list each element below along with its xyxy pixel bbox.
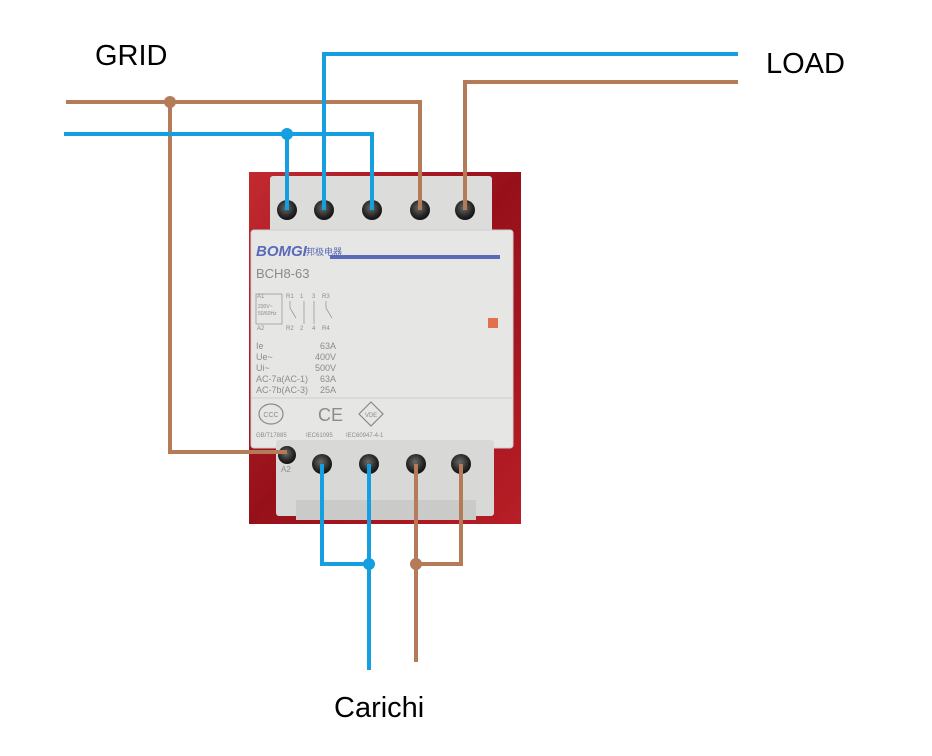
- coil-voltage: 230V~: [258, 304, 273, 310]
- ccc-mark-icon: [258, 403, 284, 425]
- contact-bottom-4: R4: [322, 326, 330, 332]
- junction-dot: [164, 96, 176, 108]
- contact-bottom-1: R2: [286, 326, 294, 332]
- grid-label: GRID: [95, 40, 168, 72]
- rating-name: Ui~: [256, 363, 270, 373]
- contactor-photo: BOMGI 邦极电器 BCH8-63 A1 230V~ 50/60Hz A2 R…: [249, 172, 521, 524]
- screw-icon: [278, 446, 296, 464]
- rating-name: AC-7a(AC-1): [256, 374, 308, 384]
- ratings-table: Ie 63A Ue~ 400V Ui~ 500V AC-7a(AC-1) 63A…: [256, 341, 336, 395]
- standard-3: IEC60947-4-1: [346, 433, 384, 439]
- ce-mark: CE: [318, 405, 343, 425]
- contact-top-3: 3: [312, 294, 316, 300]
- grid-line-wire: [66, 100, 422, 210]
- load-line-wire: [463, 80, 738, 210]
- load-label: LOAD: [766, 48, 845, 80]
- status-indicator: [488, 318, 498, 328]
- ccc-mark-text: CCC: [263, 412, 278, 419]
- carichi-line-loop: [414, 464, 463, 566]
- rating-value: 63A: [320, 374, 336, 384]
- coil-frequency: 50/60Hz: [258, 311, 277, 317]
- contact-top-1: R1: [286, 294, 294, 300]
- bottom-terminal-label: A2: [281, 465, 291, 474]
- rating-value: 63A: [320, 341, 336, 351]
- vde-mark-text: VDE: [365, 413, 377, 419]
- model-number: BCH8-63: [256, 266, 309, 281]
- junction-dot: [363, 558, 375, 570]
- carichi-label: Carichi: [334, 692, 425, 724]
- bottom-din-clip: [296, 500, 476, 520]
- contact-bottom-2: 2: [300, 326, 304, 332]
- vde-mark-icon: [358, 401, 384, 427]
- rating-name: AC-7b(AC-3): [256, 385, 308, 395]
- rating-value: 500V: [315, 363, 336, 373]
- coil-label-a1: A1: [257, 294, 265, 300]
- rating-value: 25A: [320, 385, 336, 395]
- wires: [64, 52, 738, 670]
- accent-stripe: [330, 255, 500, 259]
- certification-marks: CCC CE VDE GB/T17885 IEC61095 IEC60947-4…: [256, 401, 384, 439]
- junction-dot: [281, 128, 293, 140]
- rating-value: 400V: [315, 352, 336, 362]
- contact-bottom-3: 4: [312, 326, 316, 332]
- rating-name: Ue~: [256, 352, 273, 362]
- carichi-neutral-loop: [320, 464, 371, 566]
- contact-top-4: R3: [322, 294, 330, 300]
- junction-dot: [410, 558, 422, 570]
- coil-feed-wire: [168, 102, 287, 454]
- standard-2: IEC61095: [306, 433, 333, 439]
- grid-neutral-wire: [64, 132, 374, 210]
- standard-1: GB/T17885: [256, 433, 287, 439]
- contact-top-2: 1: [300, 294, 304, 300]
- brand-logo: BOMGI: [256, 243, 308, 260]
- rating-name: Ie: [256, 341, 264, 351]
- load-neutral-wire: [322, 52, 738, 210]
- contact-schematic: A1 230V~ 50/60Hz A2 R1 1 3 R3 R2 2 4 R4: [255, 293, 333, 332]
- coil-label-a2: A2: [257, 326, 265, 332]
